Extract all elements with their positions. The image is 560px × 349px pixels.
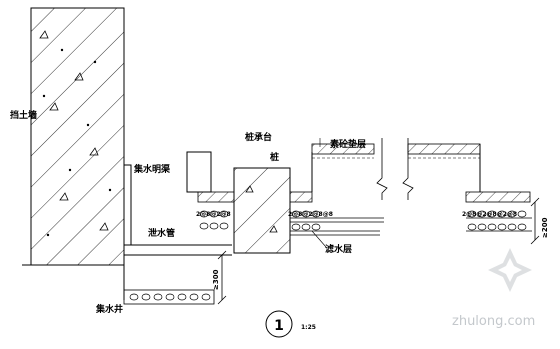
- collector-channel-label: 集水明渠: [133, 163, 171, 175]
- gravel-under-pier: [199, 210, 229, 230]
- gravel-right: [467, 210, 527, 231]
- right-depth-dimension: [530, 197, 540, 245]
- upper-slab: [311, 143, 375, 159]
- channel-wall: [124, 164, 132, 245]
- gravel-middle: [291, 210, 321, 231]
- step-slab-1: [289, 152, 313, 203]
- sump-pit-label: 集水井: [95, 303, 123, 315]
- planter-pier-label: 桩承台: [245, 131, 272, 143]
- right-upper-slab: [407, 143, 481, 192]
- detail-scale: 1:25: [301, 324, 316, 331]
- retaining-wall: [22, 7, 125, 266]
- watermark-logo: [488, 248, 532, 292]
- gravel-cushion-label: 素砼垫层: [330, 138, 366, 150]
- drain-layer-label: 滤水层: [325, 243, 352, 255]
- gravel-label-c: 2@8@2@8@2@8: [462, 211, 517, 218]
- left-depth-text: ≥300: [212, 269, 220, 290]
- break-line-b: [402, 138, 414, 200]
- right-step-slab: [465, 191, 531, 203]
- watermark-text: zhulong.com: [452, 314, 535, 329]
- planter-pier: [186, 151, 235, 203]
- detail-marker: [265, 310, 293, 338]
- pile: [233, 167, 291, 254]
- break-line-a: [376, 138, 388, 200]
- pile-label: 桩: [270, 151, 279, 163]
- retaining-wall-label: 挡土墙: [10, 109, 37, 121]
- drain-pipe-label: 泄水管: [148, 227, 175, 239]
- sump-pit: [123, 289, 215, 305]
- gravel-label-b: 2@8@2@8@8: [288, 211, 333, 218]
- detail-number: 1: [274, 318, 284, 334]
- drain-layer: [290, 217, 532, 248]
- left-depth-dimension: [217, 250, 227, 305]
- right-depth-text: ≥200: [541, 217, 549, 238]
- gravel-label-a: 2@8@2@8: [196, 211, 231, 218]
